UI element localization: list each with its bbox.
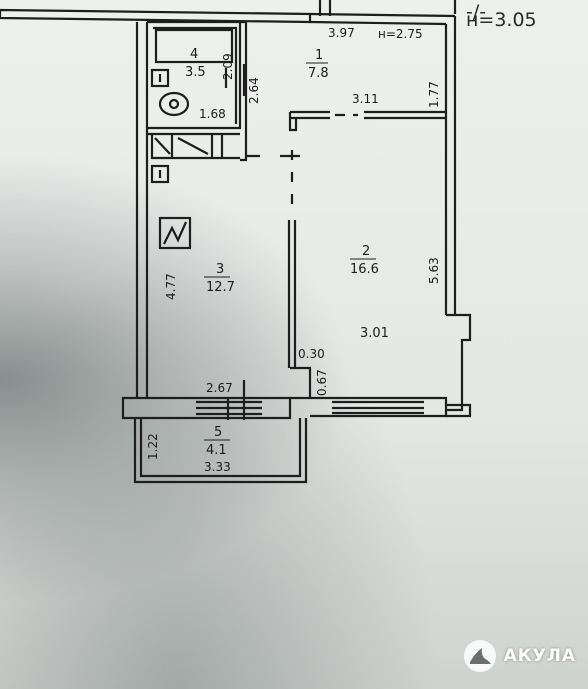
- dim-bath-height-2: 2.64: [247, 77, 261, 104]
- dim-bath-height: 2.09: [221, 53, 235, 80]
- room-5-area: 4.1: [206, 443, 227, 458]
- top-fragment: -/-: [466, 1, 486, 23]
- room-3-number: 3: [216, 262, 224, 277]
- kitchen-cabinets: [150, 134, 240, 160]
- dim-hall-side: 1.77: [427, 81, 441, 108]
- room-3-area: 12.7: [206, 280, 235, 295]
- ceiling-height-main: н=3.05: [466, 9, 537, 31]
- dim-pier-depth: 0.67: [315, 369, 329, 396]
- right-wall: [444, 16, 457, 315]
- room-4-number: 4: [190, 47, 198, 62]
- room-2-area: 16.6: [350, 262, 379, 277]
- shark-logo-icon: [463, 640, 496, 672]
- room-4-area: 3.5: [185, 65, 206, 80]
- top-wall: [0, 8, 312, 24]
- dim-top-width: 3.97: [328, 26, 355, 40]
- ceiling-height-hall: н=2.75: [378, 27, 423, 41]
- bathroom-walls: [147, 20, 242, 136]
- dim-balcony-top: 2.67: [206, 381, 233, 395]
- room-2-number: 2: [362, 244, 370, 259]
- room-1-number: 1: [315, 48, 323, 63]
- dim-kitchen-side: 4.77: [164, 273, 178, 300]
- washbasin: [158, 91, 190, 117]
- bottom-wall: [121, 396, 292, 420]
- dim-pier: 0.30: [298, 347, 325, 361]
- balcony-outline: [133, 418, 308, 484]
- dim-room2-side: 5.63: [427, 257, 441, 284]
- dim-balcony-side: 1.22: [146, 433, 160, 460]
- dim-room2-bottom: 3.01: [360, 326, 389, 341]
- dim-room2-top: 3.11: [352, 92, 379, 106]
- dim-bath-width: 1.68: [199, 107, 226, 121]
- room-5-number: 5: [214, 425, 222, 440]
- dim-balcony-bottom: 3.33: [204, 460, 231, 474]
- room-1-area: 7.8: [308, 66, 329, 81]
- stove: [158, 216, 192, 250]
- brand-logo: АКУЛА: [463, 639, 576, 673]
- left-wall: [135, 22, 149, 398]
- brand-logo-text: АКУЛА: [503, 646, 576, 666]
